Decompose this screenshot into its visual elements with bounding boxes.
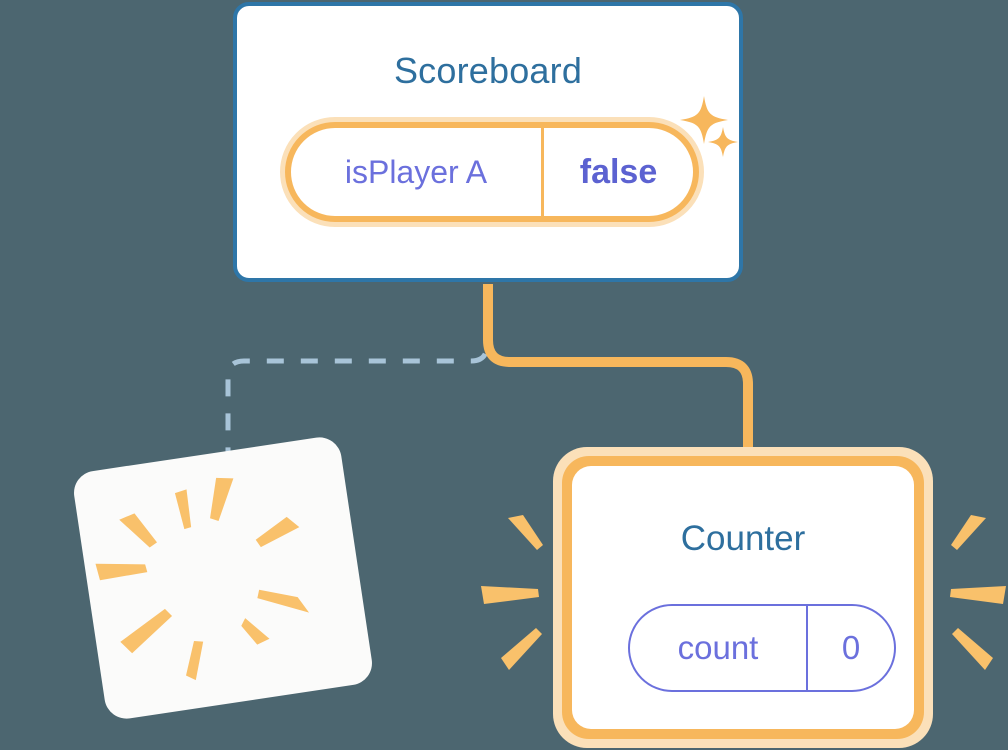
burst-ray <box>119 513 158 548</box>
burst-ray <box>186 640 204 681</box>
ghost-card-burst-rays <box>95 477 310 681</box>
counter-prop-value: 0 <box>841 629 861 666</box>
counter-prop-key: count <box>630 606 808 690</box>
scoreboard-card[interactable]: Scoreboard isPlayer A false <box>233 2 743 282</box>
counter-card-highlight-glow: Counter count 0 <box>553 447 933 748</box>
connector-scoreboard-to-counter <box>483 284 753 470</box>
sparkle-small-icon <box>708 127 738 157</box>
burst-ray-right <box>950 586 1006 604</box>
burst-ray <box>174 489 192 530</box>
counter-card[interactable]: Counter count 0 <box>572 466 914 729</box>
scoreboard-prop-key: isPlayer A <box>291 128 544 216</box>
scoreboard-prop-value: false <box>579 152 658 191</box>
burst-ray <box>120 608 173 654</box>
scoreboard-title: Scoreboard <box>393 50 583 91</box>
burst-ray-left <box>501 628 542 670</box>
burst-ray-left <box>508 515 543 550</box>
counter-title: Counter <box>680 519 806 558</box>
burst-ray <box>210 477 234 522</box>
burst-ray <box>95 563 148 581</box>
burst-ray-right <box>952 628 993 670</box>
scoreboard-prop-pill[interactable]: isPlayer A false <box>280 117 704 227</box>
sparkle-large-icon <box>680 96 728 144</box>
counter-card-highlight-border: Counter count 0 <box>562 456 924 739</box>
scoreboard-pill-highlight-glow <box>280 117 704 227</box>
burst-ray <box>257 589 310 613</box>
burst-ray <box>255 516 300 548</box>
ghost-card[interactable] <box>71 434 375 722</box>
burst-ray-left <box>481 586 539 604</box>
burst-ray <box>241 618 270 645</box>
burst-ray-right <box>951 515 986 550</box>
counter-prop-pill[interactable]: count 0 <box>628 604 896 692</box>
